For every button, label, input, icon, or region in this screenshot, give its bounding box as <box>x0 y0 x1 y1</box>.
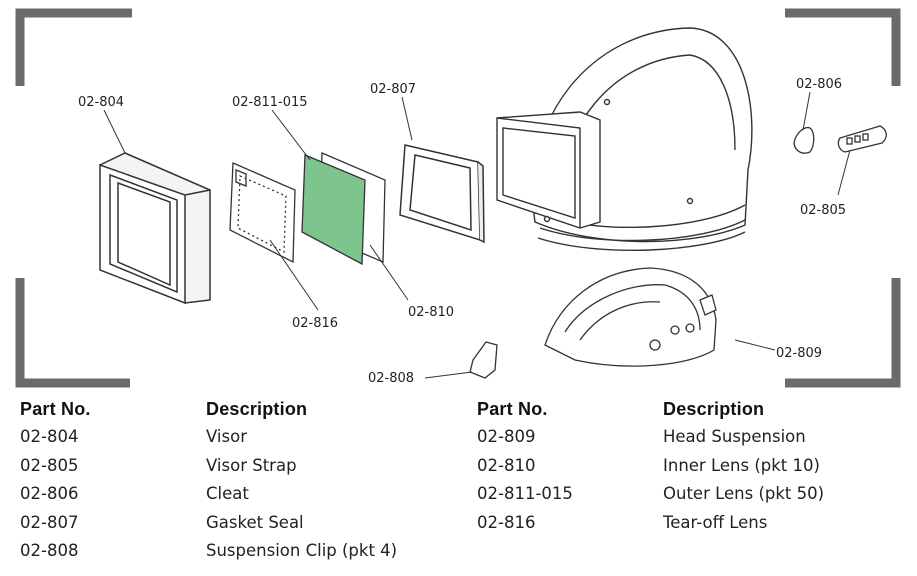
callout-strap: 02-805 <box>800 203 846 218</box>
right-part-column: Part No. 02-809 02-810 02-811-015 02-816 <box>477 395 647 537</box>
frame-bottom-right <box>785 278 901 388</box>
parts-table: Part No. 02-804 02-805 02-806 02-807 02-… <box>0 395 917 576</box>
part-description: Head Suspension <box>663 427 806 446</box>
helmet-part <box>496 27 753 251</box>
description-header: Description <box>206 399 308 419</box>
part-description: Cleat <box>206 484 249 503</box>
part-no-header: Part No. <box>20 399 91 419</box>
callout-visor: 02-804 <box>78 95 124 110</box>
right-description-column: Description Head Suspension Inner Lens (… <box>663 395 917 537</box>
leader-lines <box>103 91 851 379</box>
part-number: 02-808 <box>20 541 79 560</box>
visor-part <box>98 152 211 305</box>
suspension-clip-part <box>469 341 498 379</box>
callout-outer-lens: 02-811-015 <box>232 95 308 110</box>
frame-bottom-left <box>15 278 130 388</box>
cleat-part <box>793 126 815 154</box>
callout-gasket: 02-807 <box>370 82 416 97</box>
part-number: 02-810 <box>477 455 536 475</box>
callout-inner-lens: 02-810 <box>408 305 454 320</box>
gasket-seal-part <box>399 144 485 244</box>
part-description: Visor <box>206 427 247 446</box>
part-description: Tear-off Lens <box>663 512 768 532</box>
part-number: 02-805 <box>20 455 79 475</box>
tearoff-lens-part <box>229 162 296 264</box>
part-no-header: Part No. <box>477 399 548 419</box>
left-description-column: Description Visor Visor Strap Cleat Gask… <box>206 395 466 566</box>
part-number: 02-806 <box>20 484 79 503</box>
part-number: 02-809 <box>477 427 536 446</box>
left-part-column: Part No. 02-804 02-805 02-806 02-807 02-… <box>20 395 190 566</box>
callout-tearoff: 02-816 <box>292 316 338 331</box>
part-number: 02-816 <box>477 512 536 532</box>
part-description: Suspension Clip (pkt 4) <box>206 541 398 560</box>
head-suspension-part <box>544 267 717 367</box>
part-description: Gasket Seal <box>206 512 304 532</box>
part-description: Outer Lens (pkt 50) <box>663 484 825 503</box>
exploded-parts-diagram: 02-804 02-811-015 02-807 02-806 02-805 0… <box>15 8 901 388</box>
frame-brackets <box>15 8 901 388</box>
visor-strap-part <box>837 125 887 153</box>
frame-top-left <box>15 8 132 86</box>
part-description: Visor Strap <box>206 455 297 475</box>
part-number: 02-804 <box>20 427 79 446</box>
part-number: 02-807 <box>20 512 79 532</box>
description-header: Description <box>663 399 765 419</box>
part-description: Inner Lens (pkt 10) <box>663 455 820 475</box>
frame-top-right <box>785 8 901 86</box>
part-number: 02-811-015 <box>477 484 573 503</box>
callout-clip: 02-808 <box>368 371 414 386</box>
callout-suspension: 02-809 <box>776 346 822 361</box>
callout-cleat: 02-806 <box>796 77 842 92</box>
outer-lens-part <box>301 154 366 266</box>
